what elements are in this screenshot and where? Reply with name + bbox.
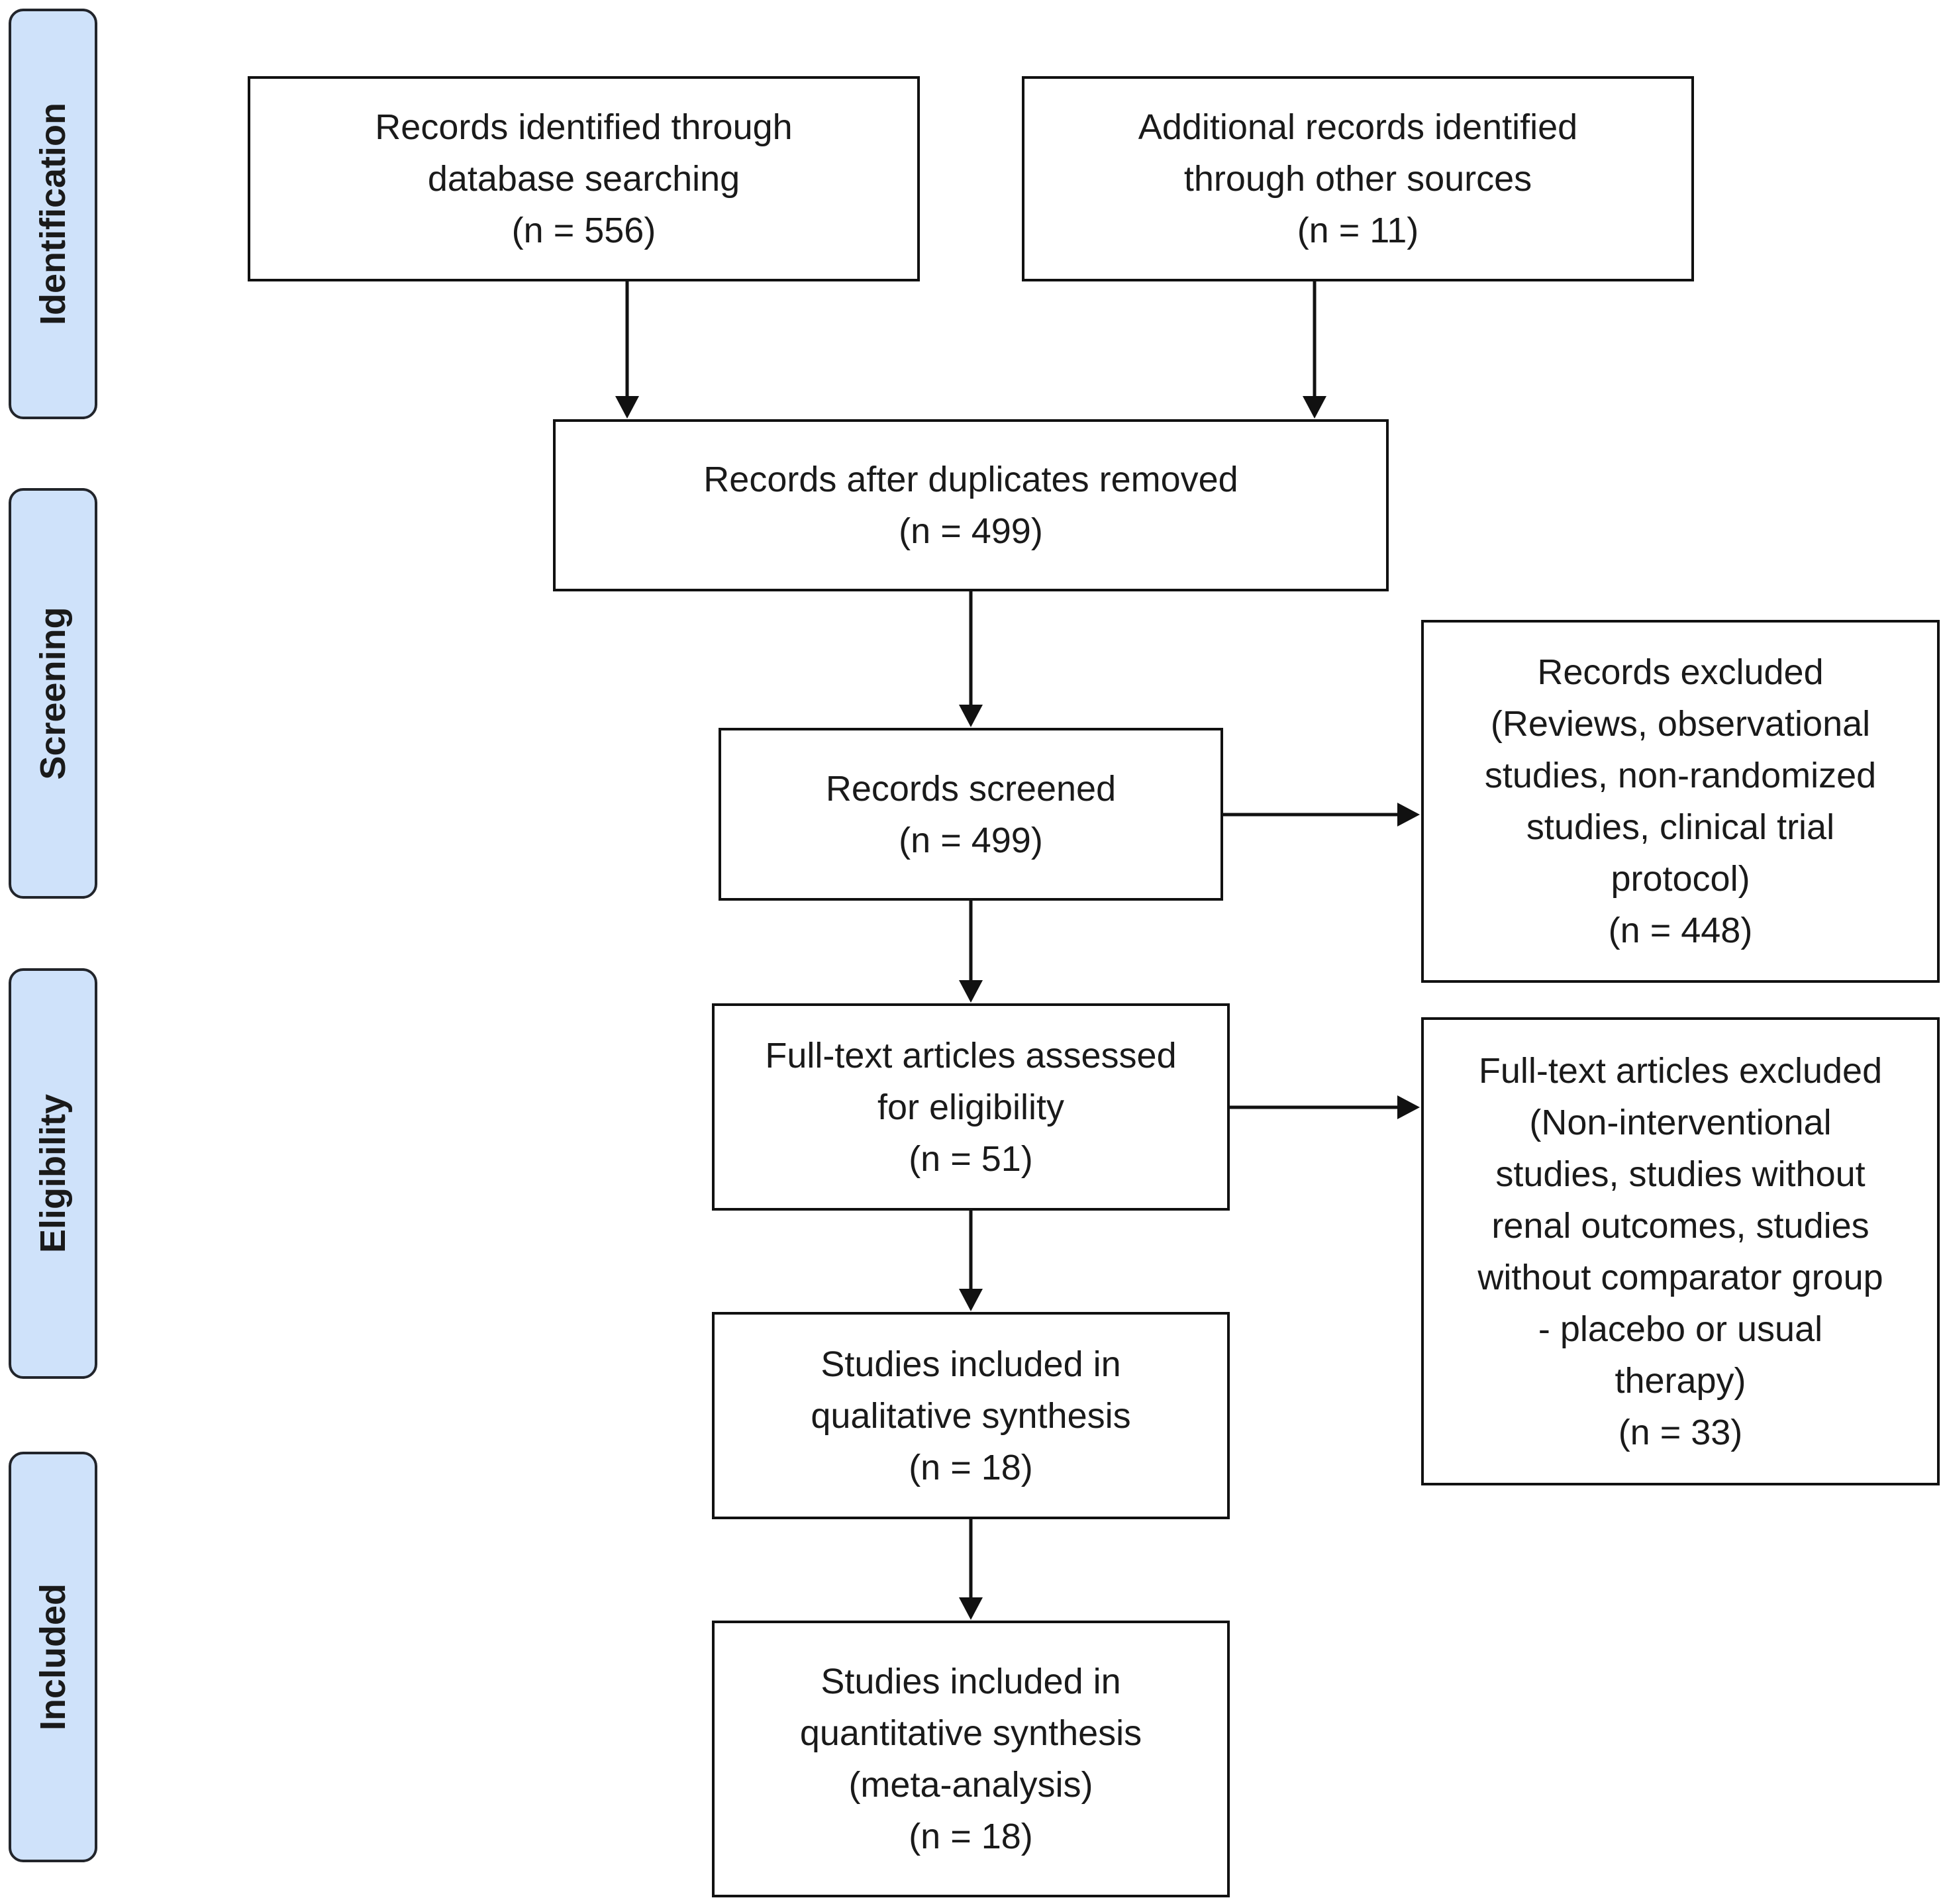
after-duplicates-count: (n = 499): [899, 511, 1043, 551]
box-fulltext-assessed: Full-text articles assessed for eligibil…: [712, 1003, 1230, 1211]
fulltext-excluded-line-5: without comparator group: [1477, 1257, 1883, 1297]
fulltext-excluded-line-1: Full-text articles excluded: [1478, 1050, 1883, 1091]
box-fulltext-excluded: Full-text articles excluded (Non-interve…: [1421, 1017, 1940, 1485]
records-excluded-line-4: studies, clinical trial: [1526, 807, 1835, 847]
records-excluded-line-3: studies, non-randomized: [1484, 756, 1877, 795]
fulltext-excluded-count: (n = 33): [1618, 1412, 1743, 1452]
quantitative-line-2: quantitative synthesis: [799, 1713, 1142, 1753]
quantitative-line-3: (meta-analysis): [848, 1765, 1093, 1805]
arrowhead-qualitative-to-quantitative: [959, 1597, 983, 1620]
database-records-line-2: database searching: [427, 159, 740, 199]
stage-screening: Screening: [9, 488, 97, 899]
box-records-excluded: Records excluded (Reviews, observational…: [1421, 620, 1940, 983]
database-records-count: (n = 556): [511, 211, 656, 250]
box-quantitative-synthesis: Studies included in quantitative synthes…: [712, 1621, 1230, 1897]
fulltext-excluded-line-7: therapy): [1615, 1360, 1746, 1401]
after-duplicates-line-1: Records after duplicates removed: [703, 460, 1238, 499]
stage-identification: Identification: [9, 9, 97, 419]
arrowhead-fulltext-to-excluded: [1397, 1095, 1420, 1119]
records-screened-line-1: Records screened: [825, 768, 1117, 809]
fulltext-assessed-count: (n = 51): [909, 1138, 1033, 1179]
records-excluded-line-2: (Reviews, observational: [1490, 704, 1871, 744]
arrowhead-screened-to-fulltext: [959, 980, 983, 1003]
quantitative-line-1: Studies included in: [821, 1662, 1121, 1701]
box-after-duplicates: Records after duplicates removed (n = 49…: [553, 419, 1389, 591]
box-records-screened: Records screened (n = 499): [719, 728, 1223, 901]
fulltext-excluded-line-2: (Non-interventional: [1529, 1102, 1832, 1142]
arrowhead-fulltext-to-qualitative: [959, 1289, 983, 1311]
box-other-records: Additional records identified through ot…: [1022, 76, 1694, 281]
qualitative-count: (n = 18): [909, 1447, 1033, 1487]
fulltext-excluded-line-3: studies, studies without: [1495, 1154, 1866, 1194]
stage-included: Included: [9, 1452, 97, 1862]
records-excluded-count: (n = 448): [1608, 911, 1753, 950]
other-records-line-2: through other sources: [1183, 159, 1532, 199]
records-screened-count: (n = 499): [899, 820, 1043, 860]
other-records-count: (n = 11): [1297, 211, 1419, 250]
qualitative-line-2: qualitative synthesis: [811, 1395, 1131, 1436]
fulltext-assessed-line-2: for eligibility: [877, 1087, 1065, 1127]
fulltext-excluded-line-4: renal outcomes, studies: [1491, 1205, 1869, 1246]
stage-eligibility: Eligibility: [9, 968, 97, 1379]
records-excluded-line-1: Records excluded: [1537, 652, 1824, 692]
box-database-records: Records identified through database sear…: [248, 76, 920, 281]
arrowhead-screened-to-excluded: [1397, 803, 1420, 827]
quantitative-count: (n = 18): [909, 1817, 1033, 1856]
fulltext-assessed-line-1: Full-text articles assessed: [765, 1035, 1177, 1076]
qualitative-line-1: Studies included in: [821, 1344, 1121, 1384]
database-records-line-1: Records identified through: [375, 107, 793, 147]
records-excluded-line-5: protocol): [1611, 859, 1750, 899]
fulltext-excluded-line-6: - placebo or usual: [1538, 1309, 1823, 1349]
other-records-line-1: Additional records identified: [1138, 107, 1578, 147]
arrowhead-other-to-duplicates: [1303, 396, 1326, 419]
box-qualitative-synthesis: Studies included in qualitative synthesi…: [712, 1312, 1230, 1519]
arrowhead-database-to-duplicates: [615, 396, 639, 419]
arrowhead-duplicates-to-screened: [959, 705, 983, 727]
